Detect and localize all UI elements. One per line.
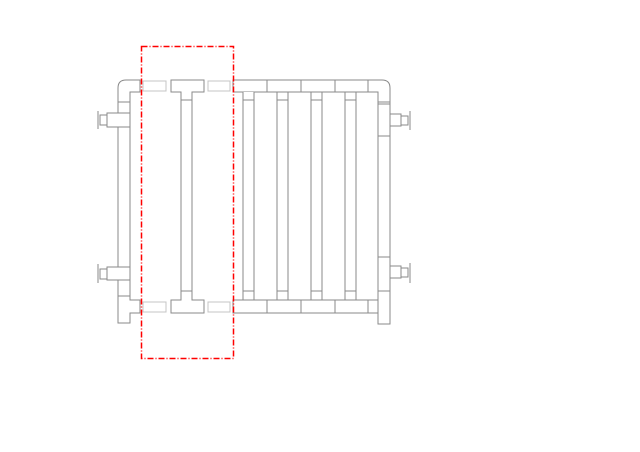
top-header-segment <box>142 80 167 92</box>
radiator-section <box>267 91 298 301</box>
left-bottom-valve <box>97 264 131 283</box>
bottom-left-tee <box>117 295 141 324</box>
radiator-section <box>170 79 205 314</box>
right-bottom-valve <box>377 256 411 292</box>
bottom-header-pipe <box>232 299 379 314</box>
bottom-header-segment <box>142 301 167 313</box>
radiator-section <box>335 91 366 301</box>
top-right-elbow <box>367 79 391 103</box>
bottom-header-segment <box>207 301 231 313</box>
left-top-valve <box>97 111 131 129</box>
radiator-drawing <box>97 79 411 325</box>
radiator-section <box>301 91 332 301</box>
top-header-segment <box>207 80 231 92</box>
top-left-elbow <box>117 79 141 103</box>
radiator-section <box>233 91 264 301</box>
selection-box[interactable] <box>140 45 235 360</box>
right-top-valve <box>377 103 411 137</box>
radiator-sections <box>170 79 369 314</box>
